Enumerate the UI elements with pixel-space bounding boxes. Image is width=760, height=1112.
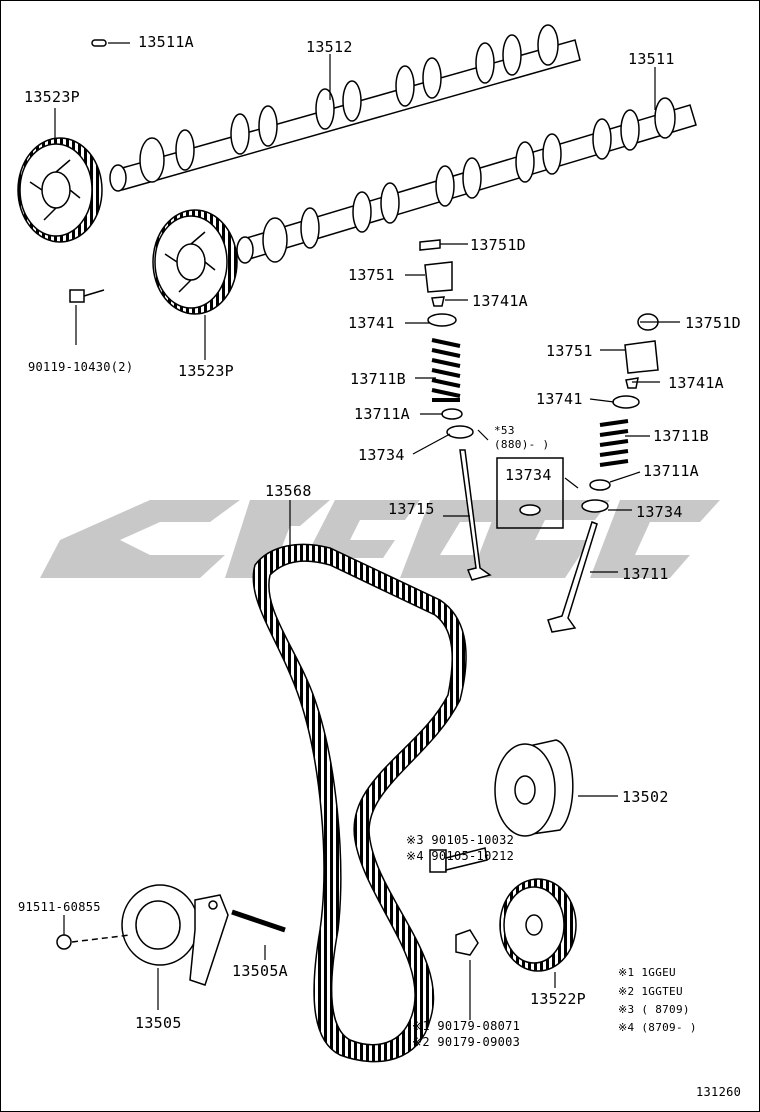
footnote-2: ※2 1GGTEU <box>618 985 683 998</box>
label-13511: 13511 <box>628 50 675 68</box>
footnote-3: ※3 ( 8709) <box>618 1003 690 1016</box>
camshaft-13512 <box>109 24 581 192</box>
label-90119-10430: 90119-10430(2) <box>28 360 134 374</box>
diagram-id: 131260 <box>696 1085 742 1099</box>
label-13711: 13711 <box>622 565 669 583</box>
label-13734-right: 13734 <box>636 503 683 521</box>
label-13512: 13512 <box>306 38 353 56</box>
nut-90179 <box>455 929 479 956</box>
seal-13734-box <box>519 504 541 516</box>
pin-13511A <box>91 39 107 47</box>
label-13741A-left: 13741A <box>472 292 528 310</box>
valve-train-right <box>547 313 659 633</box>
label-90105-10032: ※3 90105-10032 <box>406 833 515 847</box>
label-13751D-right: 13751D <box>685 314 741 332</box>
camshaft-13511 <box>236 97 697 264</box>
cam-pulley-mid <box>152 209 238 315</box>
idler-pulley-13502 <box>429 739 574 873</box>
label-13734-left: 13734 <box>358 446 405 464</box>
footnote-4: ※4 (8709- ) <box>618 1021 697 1034</box>
note-53: *53 <box>494 424 515 437</box>
label-13751-right: 13751 <box>546 342 593 360</box>
label-90179-08071: ※1 90179-08071 <box>412 1019 521 1033</box>
label-13715: 13715 <box>388 500 435 518</box>
timing-belt-13568 <box>252 543 467 1063</box>
label-13711B-left: 13711B <box>350 370 406 388</box>
label-13502: 13502 <box>622 788 669 806</box>
label-13741-left: 13741 <box>348 314 395 332</box>
label-90179-09003: ※2 90179-09003 <box>412 1035 521 1049</box>
label-13505A: 13505A <box>232 962 288 980</box>
label-13568: 13568 <box>265 482 312 500</box>
detail-box-13734 <box>496 457 564 529</box>
label-13522P: 13522P <box>530 990 586 1008</box>
label-13751D-left: 13751D <box>470 236 526 254</box>
label-13711A-right: 13711A <box>643 462 699 480</box>
footnote-1: ※1 1GGEU <box>618 966 676 979</box>
label-13505: 13505 <box>135 1014 182 1032</box>
label-13711A-left: 13711A <box>354 405 410 423</box>
label-13741-right: 13741 <box>536 390 583 408</box>
label-13734-box: 13734 <box>505 466 552 484</box>
bolt-90119 <box>69 289 105 303</box>
valve-train-left <box>419 239 492 581</box>
crank-pulley-13522P <box>499 878 577 972</box>
tensioner-13505 <box>56 884 286 986</box>
label-90105-10212: ※4 90105-10212 <box>406 849 515 863</box>
label-13711B-right: 13711B <box>653 427 709 445</box>
label-13511A: 13511A <box>138 33 194 51</box>
leader-lines <box>54 42 680 1020</box>
note-880: (880)- ) <box>494 438 550 451</box>
cam-pulley-top <box>17 137 103 243</box>
label-13523P-mid: 13523P <box>178 362 234 380</box>
label-13741A-right: 13741A <box>668 374 724 392</box>
label-13751-left: 13751 <box>348 266 395 284</box>
label-13523P-top: 13523P <box>24 88 80 106</box>
label-91511-60855: 91511-60855 <box>18 900 101 914</box>
